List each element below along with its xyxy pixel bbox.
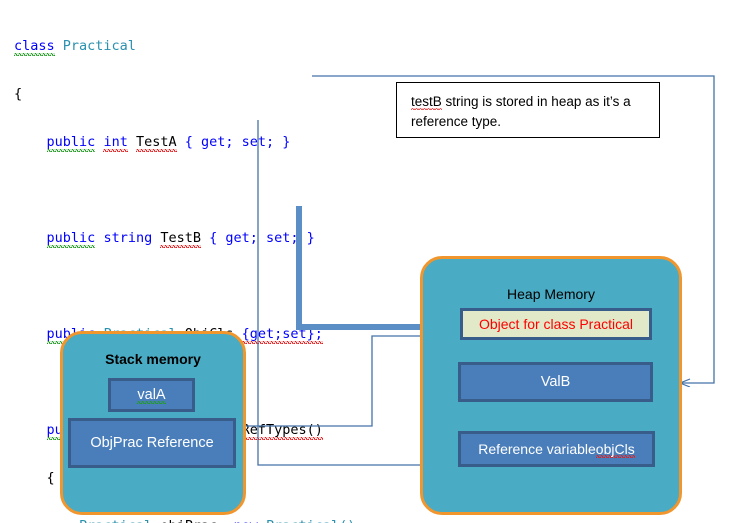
code-line-4 (14, 182, 394, 198)
token-keyword-int: int (103, 134, 128, 153)
code-line-3: public int TestA { get; set; } (14, 134, 394, 153)
heap-slot-reference-variable-objcls: Reference variable objCls (458, 431, 655, 467)
token-ctor-practical: Practical(); (266, 518, 364, 523)
stack-slot-vala-label: valA (137, 386, 166, 404)
heap-memory-title: Heap Memory (507, 286, 595, 302)
code-line-6 (14, 278, 394, 294)
heap-slot-refvar-suffix: objCls (595, 440, 635, 458)
stack-slot-objprac-reference: ObjPrac Reference (68, 418, 236, 468)
token-member-testa: TestA (135, 134, 177, 153)
token-type-practical: Practical (62, 38, 136, 54)
token-member-testb: TestB (160, 230, 201, 249)
token-keyword-class: class (14, 38, 55, 57)
heap-slot-valb-label: ValB (540, 374, 571, 390)
stack-slot-vala: valA (108, 378, 195, 412)
code-line-11: Practical objPrac= new Practical(); (14, 518, 394, 523)
callout-note: testB string is stored in heap as it’s a… (396, 82, 660, 138)
heap-slot-valb: ValB (458, 362, 653, 402)
heap-slot-object-for-class-practical: Object for class Practical (460, 308, 652, 340)
token-open-brace: { (14, 86, 23, 102)
token-accessors-a: { get; set; } (184, 134, 291, 150)
token-keyword-public: public (46, 134, 96, 153)
note-line1-rest: string is stored in heap as it’s a (441, 94, 631, 109)
token-keyword-new: new (234, 518, 258, 523)
heap-slot-object-label: Object for class Practical (478, 316, 634, 332)
code-line-10: { (14, 470, 394, 486)
token-keyword-public-2: public (46, 230, 96, 249)
token-accessors-objcls: {get;set}; (241, 326, 323, 345)
token-type-practical-3: Practical (79, 518, 152, 523)
token-keyword-string: string (103, 230, 153, 246)
note-underlined-word: testB (411, 94, 442, 110)
code-line-5: public string TestB { get; set; } (14, 230, 394, 249)
token-accessors-b: { get; set; } (209, 230, 315, 246)
stack-memory-title: Stack memory (105, 351, 201, 367)
stack-slot-objprac-label: ObjPrac Reference (90, 435, 214, 451)
heap-slot-refvar-prefix: Reference variable (478, 441, 596, 457)
code-line-1: class Practical (14, 38, 394, 57)
note-line2: reference type. (411, 114, 502, 129)
token-open-brace-2: { (46, 470, 55, 486)
code-line-2: { (14, 86, 394, 102)
token-var-objprac: objPrac= (160, 518, 226, 523)
